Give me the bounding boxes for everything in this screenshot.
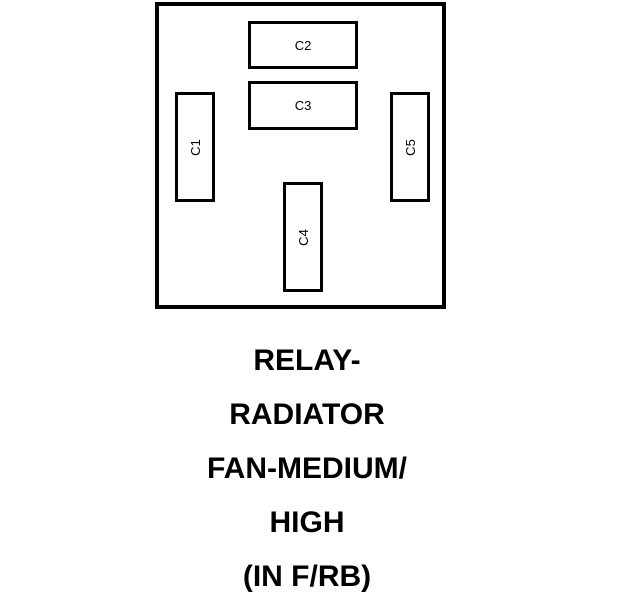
caption-line-4: HIGH: [269, 506, 345, 539]
caption-line-1: RELAY-: [253, 344, 361, 377]
pin-c3: C3: [248, 81, 358, 130]
relay-connector-outline: C2 C3 C1 C5 C4: [155, 2, 446, 309]
caption-line-3: FAN-MEDIUM/: [207, 452, 407, 485]
pin-c4-label: C4: [295, 228, 311, 246]
caption-line-5: (IN F/RB): [242, 560, 372, 593]
pin-c5: C5: [390, 92, 430, 202]
pin-c1: C1: [175, 92, 215, 202]
pin-c2-label: C2: [294, 37, 312, 53]
pin-c5-label: C5: [402, 138, 418, 156]
pin-c1-label: C1: [187, 138, 203, 156]
pin-c4: C4: [283, 182, 323, 292]
caption-line-2: RADIATOR: [229, 398, 385, 431]
relay-caption: RELAY- RADIATOR FAN-MEDIUM/ HIGH (IN F/R…: [0, 338, 614, 608]
pin-c3-label: C3: [294, 98, 312, 113]
pin-c2: C2: [248, 21, 358, 69]
